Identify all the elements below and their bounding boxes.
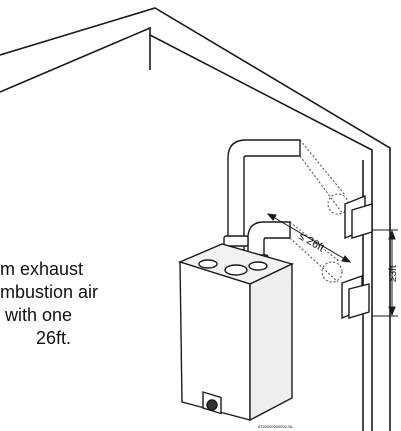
max-length-arrowhead-start [266,213,277,221]
exhaust-path-bottom [299,155,344,215]
caption-line-3: with one [0,305,73,325]
air-termination-face [348,283,370,319]
ceiling-outer-edge [0,7,391,431]
boiler-port-right [248,261,268,271]
figure-code: 6720000000002-NL [258,424,294,429]
boiler-side [249,262,293,422]
vent-terminations [341,194,373,320]
max-length-label: ≤ 26ft [297,230,327,254]
caption-text: m exhaust mbustion air with one 26ft. [0,258,170,350]
min-spacing-arrowhead-top [388,229,396,240]
exhaust-coupling [223,235,249,247]
caption-line-4: 26ft. [36,328,72,348]
max-length-arrow-line [267,213,351,263]
exhaust-termination-face [351,203,373,239]
caption-line-2: mbustion air [0,282,99,302]
min-spacing-label: ≥3ft [388,265,399,282]
vent-pipes [223,139,301,266]
boiler-unit [177,243,294,422]
min-spacing-arrowhead-bottom [388,306,396,317]
air-wall-penetration [321,261,343,283]
hidden-pipe-paths [289,139,349,283]
boiler-port-center [224,264,248,276]
max-length-arrowhead-end [341,255,352,263]
max-length-dimension [266,213,352,263]
control-knob-icon [206,399,218,411]
air-path-bottom [289,237,339,283]
min-spacing-dimension [372,229,398,317]
exhaust-path-top [299,139,346,196]
caption-line-1: m exhaust [0,259,84,279]
boiler-port-left [198,259,218,269]
